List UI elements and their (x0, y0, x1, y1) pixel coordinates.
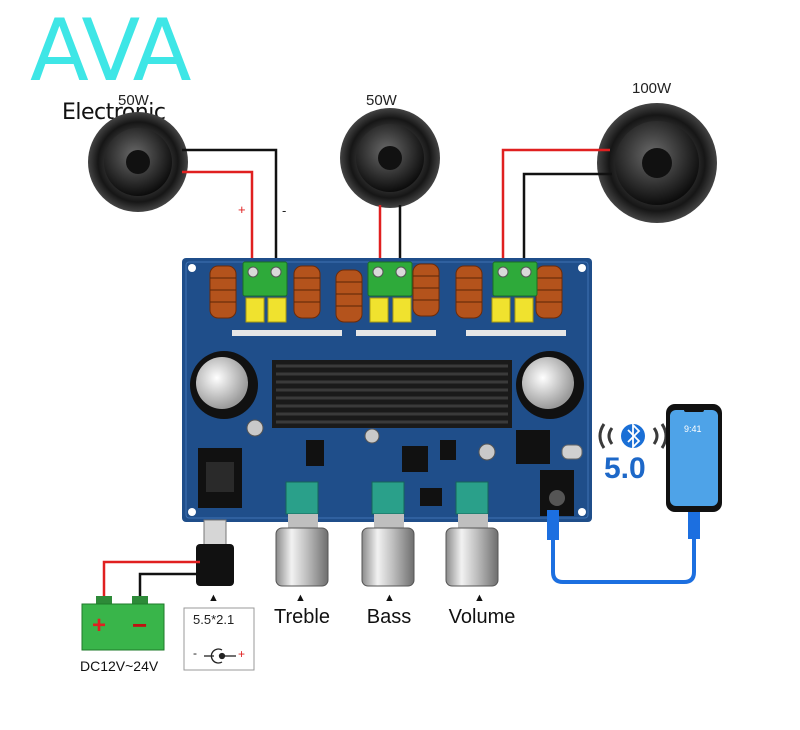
audio-cable (547, 505, 700, 584)
treble-marker: ▲ (295, 592, 306, 604)
battery (81, 596, 165, 651)
jack-polarity-box (183, 607, 255, 671)
polarity-plus: + (238, 202, 246, 217)
jack-polarity-icon (204, 648, 236, 664)
treble-label: Treble (274, 606, 330, 628)
bass-label: Bass (366, 606, 412, 628)
jack-plus-label: + (238, 647, 246, 661)
smartphone (666, 404, 722, 512)
speaker-left (88, 112, 188, 212)
battery-voltage-label: DC12V~24V (80, 658, 159, 674)
polarity-minus: - (282, 203, 287, 218)
speaker-center (340, 108, 440, 208)
volume-marker: ▲ (474, 592, 485, 604)
power-jack-marker: ▲ (208, 592, 219, 604)
bass-marker: ▲ (384, 592, 395, 604)
battery-minus-label: − (132, 610, 148, 640)
brand-logo: AVA (30, 1, 191, 101)
battery-plus-label: + (92, 612, 107, 639)
bluetooth-version: 5.0 (604, 452, 646, 485)
speaker-right (597, 103, 717, 223)
speaker-left-power: 50W (118, 92, 149, 109)
phone-time: 9:41 (684, 424, 702, 434)
heatsink (272, 360, 512, 428)
bass-knob (361, 514, 415, 587)
jack-minus-label: - (193, 646, 197, 660)
volume-label: Volume (448, 606, 516, 628)
power-wires (102, 560, 200, 600)
volume-knob (445, 514, 499, 587)
speaker-center-power: 50W (366, 92, 397, 109)
amplifier-board (182, 258, 592, 522)
bluetooth-icon (598, 422, 668, 450)
treble-knob (275, 514, 329, 587)
dc-barrel-plug (196, 519, 234, 586)
jack-size-label: 5.5*2.1 (193, 612, 235, 627)
speaker-right-power: 100W (632, 80, 672, 97)
